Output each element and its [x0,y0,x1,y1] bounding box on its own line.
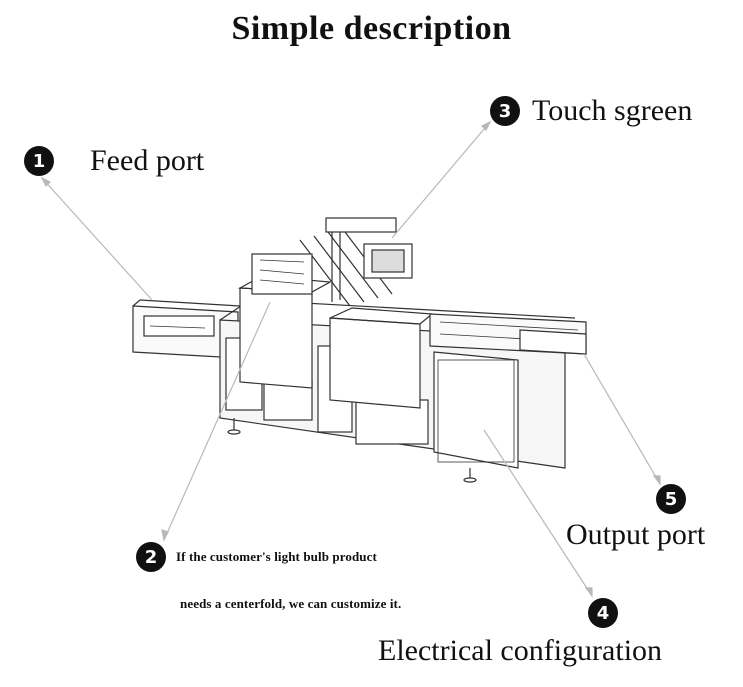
callout-3-label: Touch sgreen [532,94,693,127]
callout-1-badge: 1 [24,146,54,176]
callout-4-marker: 4 [588,598,618,628]
callout-touch-screen: 3 Touch sgreen [490,94,692,128]
callout-4-label: Electrical configuration [378,634,663,667]
callout-2-badge: 2 [136,542,166,572]
page-title: Simple description [231,10,512,47]
callout-2-line-1: If the customer's light bulb product [176,549,377,564]
leader-lines [40,120,661,598]
callout-2-continuation: needs a centerfold, we can customize it. [180,596,401,612]
callout-4-badge: 4 [588,598,618,628]
callout-2-line-2: needs a centerfold, we can customize it. [180,596,402,611]
leader-line-5 [583,353,661,485]
callout-feed-port: 1 Feed port [24,144,204,178]
leader-line-4 [483,429,593,597]
callout-centerfold-note: 2 If the customer's light bulb product [136,542,377,572]
callout-1-label: Feed port [90,144,205,177]
callout-electrical-configuration: Electrical configuration [378,634,662,668]
leader-line-3 [391,121,491,239]
callout-3-badge: 3 [490,96,520,126]
callout-5-badge: 5 [656,484,686,514]
callout-output-port: Output port [566,518,705,552]
cartoning-machine [132,217,587,483]
callout-5-marker: 5 [656,484,686,514]
leader-line-1 [41,177,153,301]
callout-5-label: Output port [566,518,706,551]
leader-line-2 [163,301,271,541]
